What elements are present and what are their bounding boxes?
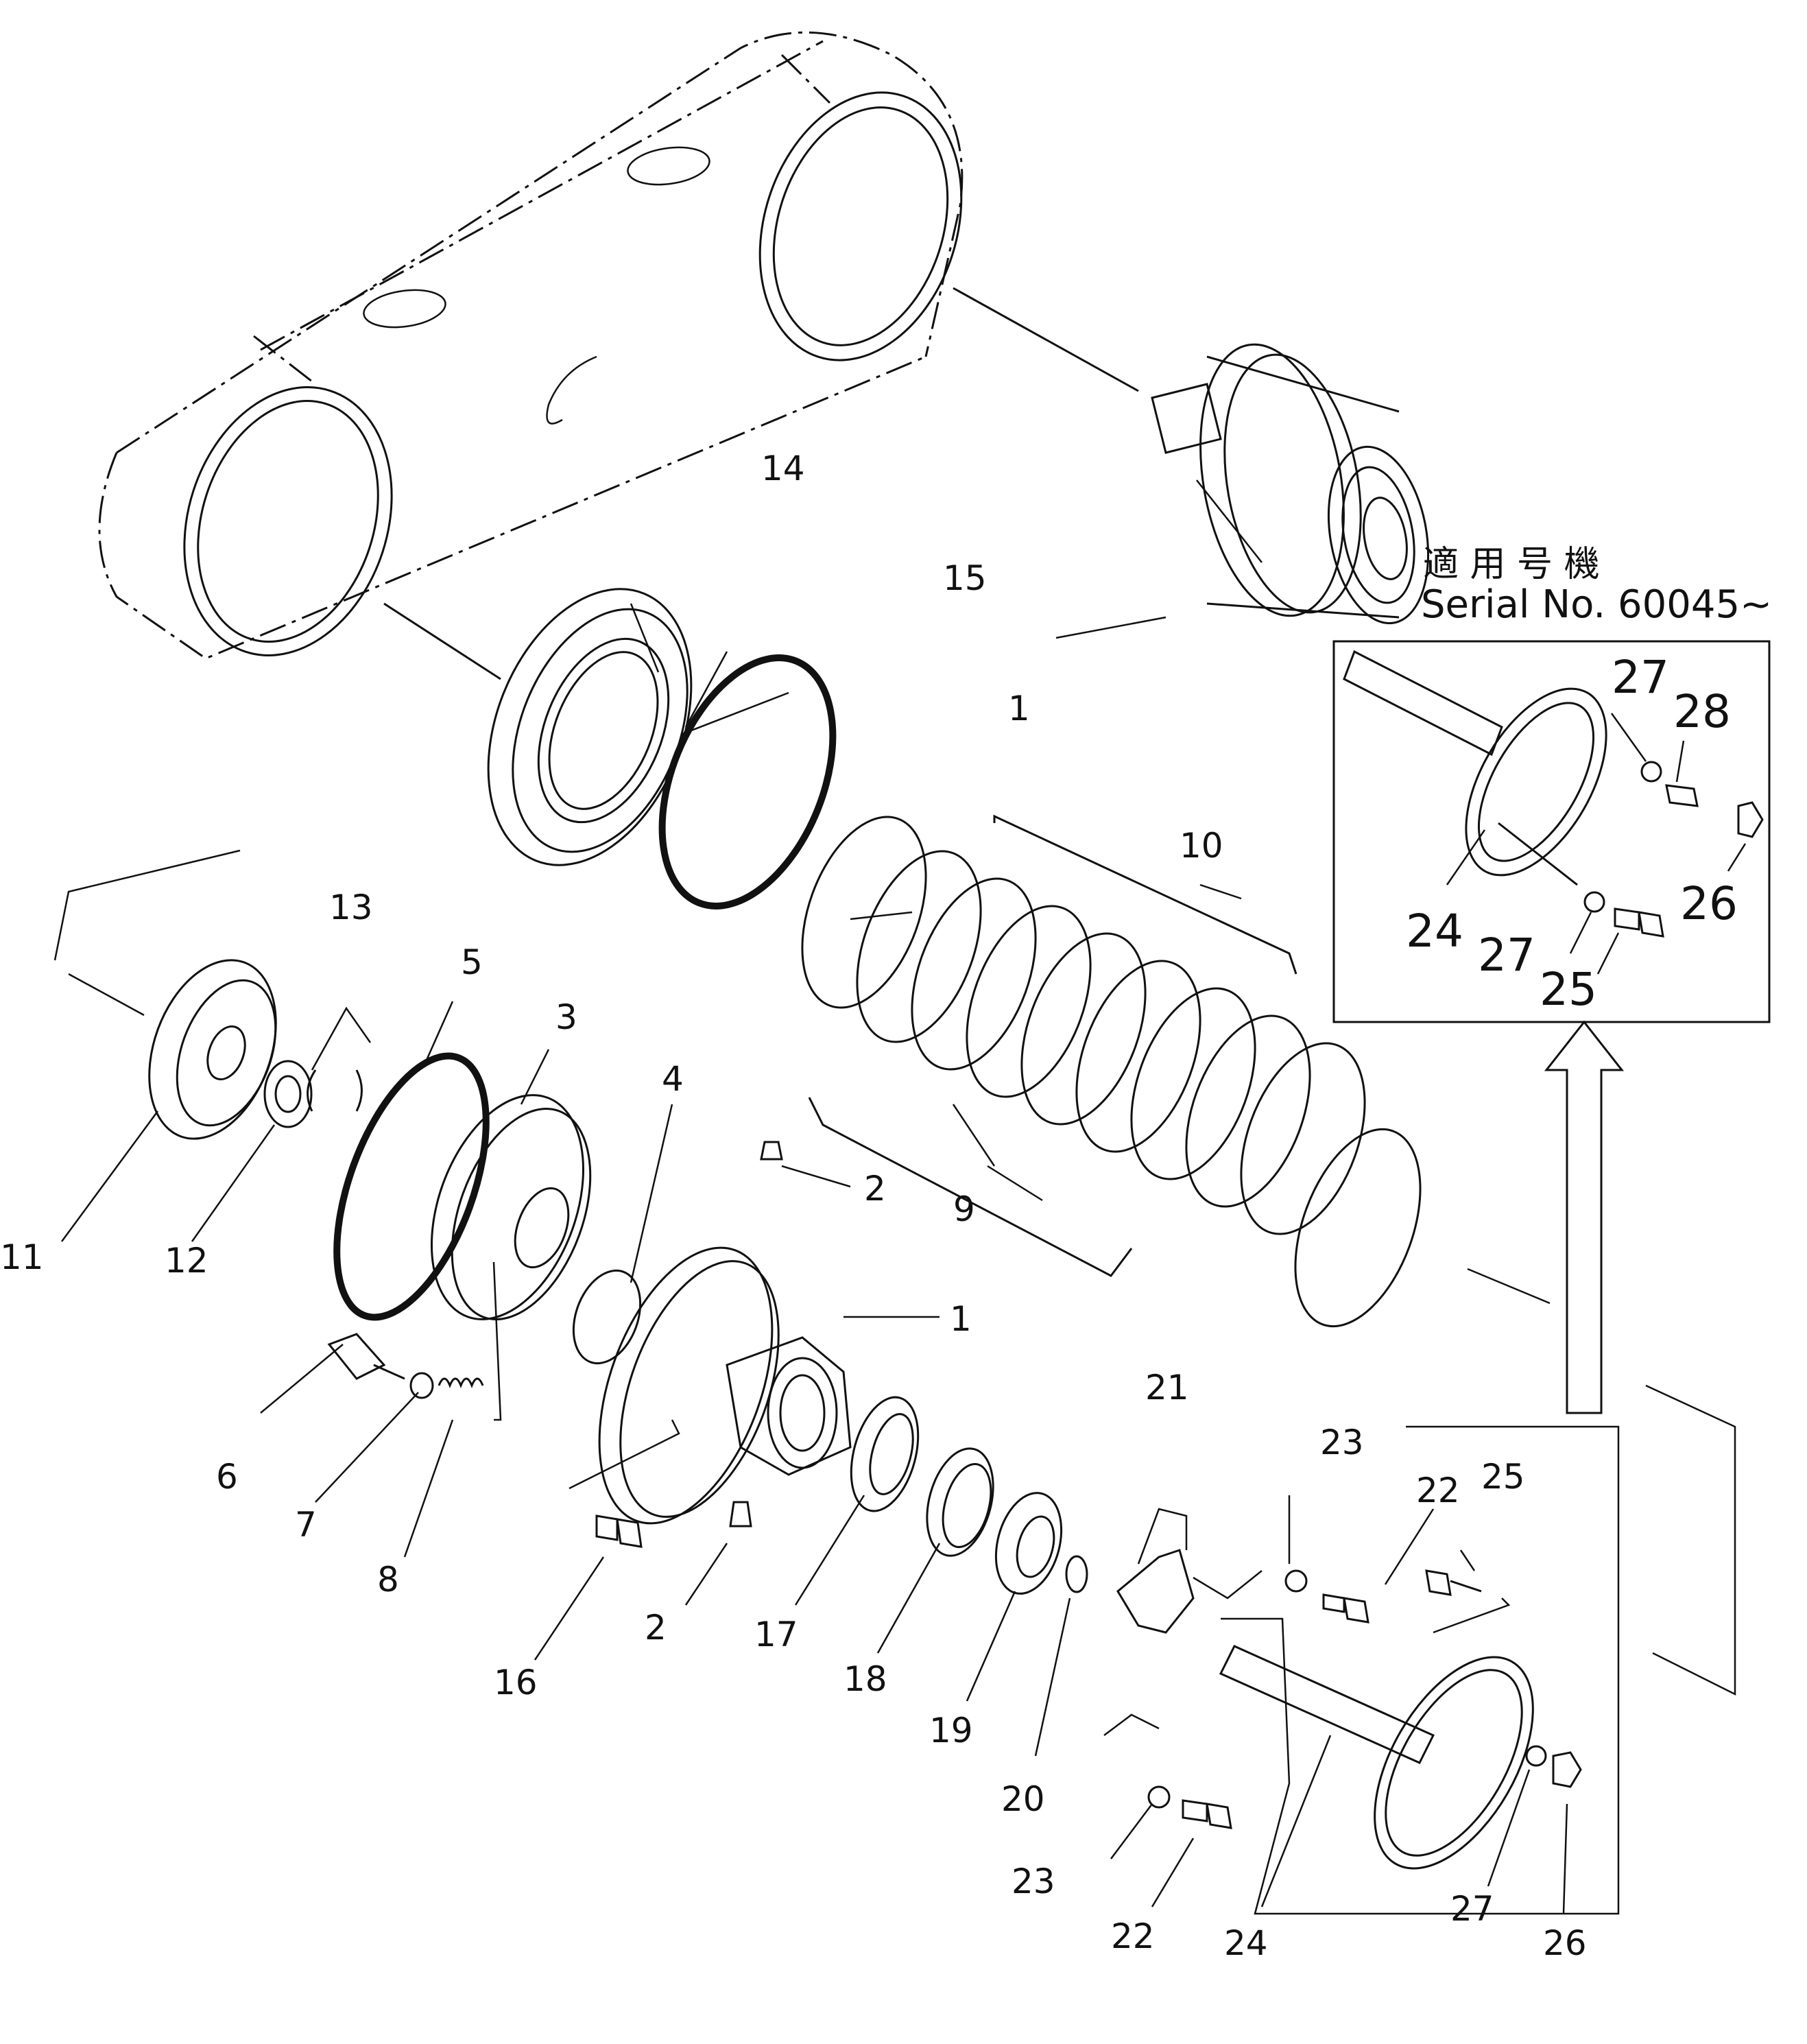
callout-11: 11 (0, 1237, 44, 1277)
shaft-bracket-outline (1221, 1425, 1620, 1915)
part-26-nut-lower (1552, 1751, 1582, 1788)
leader-lines (53, 479, 1747, 1914)
inset-callout-24: 24 (1406, 905, 1463, 958)
callout-9: 9 (953, 1189, 975, 1229)
inset-callout-28: 28 (1673, 685, 1731, 738)
part-14-cover (487, 588, 693, 866)
part-11-gear (148, 959, 277, 1140)
part-15-o-ring (658, 654, 837, 910)
inset-part-27-washer-bottom (1583, 891, 1605, 913)
arrow-to-inset (1544, 1020, 1625, 1414)
part-27-washer-lower (1525, 1745, 1547, 1767)
callout-12: 12 (165, 1241, 208, 1281)
callout-2-top: 2 (864, 1169, 886, 1209)
callout-24: 24 (1224, 1923, 1268, 1963)
part-16-bolt (569, 1419, 680, 1548)
inset-callout-26: 26 (1680, 877, 1738, 930)
part-13-keeper (307, 1006, 372, 1112)
inset-callout-25: 25 (1540, 963, 1597, 1016)
serial-number-note: Serial No. 60045~ (1421, 582, 1772, 627)
part-4-seal (572, 1269, 642, 1365)
callout-labels: 14 15 1 10 13 5 3 4 2 9 1 11 12 6 7 8 16… (0, 449, 1587, 1963)
part-23-washer-lower (1147, 1785, 1171, 1809)
callout-18: 18 (843, 1659, 887, 1699)
part-2-fitting-bottom (729, 1501, 752, 1528)
callout-4: 4 (662, 1059, 684, 1099)
part-3-piston (430, 1094, 592, 1320)
callout-14: 14 (761, 449, 805, 488)
part-18-bearing (926, 1447, 994, 1557)
final-drive-assembly-top (1151, 343, 1430, 625)
part-22-bolt-lower (1182, 1799, 1232, 1829)
callout-25: 25 (1481, 1457, 1525, 1497)
callout-1-top: 1 (1008, 689, 1030, 728)
callout-10: 10 (1180, 826, 1223, 866)
part-19-seal (994, 1492, 1063, 1595)
inset-part-26-nut (1737, 801, 1764, 838)
callout-7: 7 (295, 1505, 317, 1545)
inset-callout-27-bottom: 27 (1478, 929, 1535, 982)
part-25-bolt (1425, 1569, 1482, 1596)
part-2-fitting-top (760, 1141, 783, 1161)
inset-part-28-stud (1665, 784, 1699, 807)
part-6-bolt (327, 1333, 405, 1380)
inset-part-27-washer-top (1640, 761, 1662, 783)
callout-2-lower: 2 (645, 1608, 667, 1648)
callout-20: 20 (1001, 1779, 1045, 1819)
part-22-bolt (1322, 1593, 1369, 1624)
serial-inset-box (1332, 640, 1771, 1023)
part-23-washer (1284, 1569, 1308, 1593)
part-20-o-ring (1065, 1555, 1088, 1593)
callout-3: 3 (555, 997, 577, 1037)
callout-15: 15 (943, 558, 987, 598)
callout-17: 17 (754, 1615, 798, 1654)
final-drive-housing-lower (598, 1246, 852, 1525)
inset-drive-shaft (1343, 650, 1607, 877)
applicable-serial-label: 適 用 号 機 (1423, 544, 1600, 585)
callout-5: 5 (461, 942, 483, 982)
callout-26: 26 (1543, 1923, 1587, 1963)
part-7-washer (409, 1372, 434, 1399)
clutch-disc-stack (801, 814, 1422, 1328)
part-5-ring (333, 1052, 490, 1321)
inset-part-25-bolt (1614, 907, 1664, 938)
part-12-bearing (263, 1060, 313, 1128)
callout-23-lower: 23 (1012, 1862, 1055, 1901)
callout-27: 27 (1450, 1889, 1494, 1929)
part-21-shim (1116, 1508, 1262, 1634)
part-8-spring (438, 1377, 484, 1389)
part-17-bearing (850, 1396, 920, 1512)
callout-21: 21 (1145, 1368, 1189, 1407)
callout-13: 13 (329, 888, 373, 927)
callout-16: 16 (494, 1663, 538, 1702)
callout-19: 19 (929, 1711, 973, 1750)
callout-22-lower: 22 (1111, 1916, 1155, 1956)
callout-6: 6 (216, 1457, 238, 1497)
inset-callout-27-top: 27 (1612, 651, 1669, 704)
inset-callout-labels: 27 28 24 26 27 25 (1406, 651, 1738, 1016)
callout-8: 8 (377, 1560, 399, 1600)
track-frame-housing (98, 31, 1139, 680)
part-24-drive-shaft (1219, 1645, 1534, 1870)
callout-23-right: 23 (1320, 1423, 1364, 1462)
callout-22-right: 22 (1416, 1471, 1460, 1510)
callout-1-lower: 1 (950, 1299, 972, 1339)
